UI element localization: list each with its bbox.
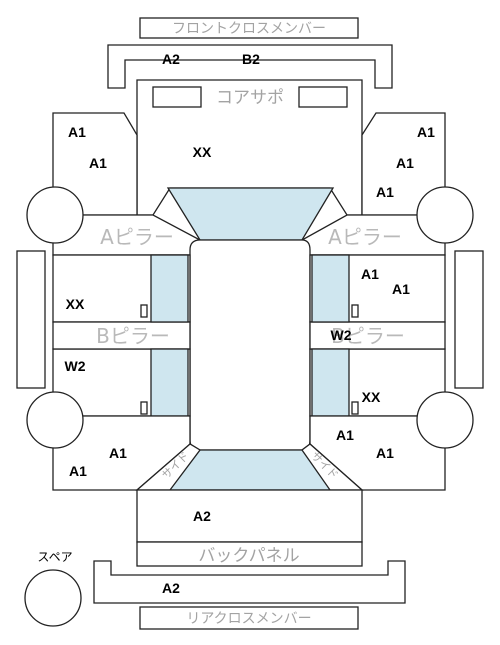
front-cross-member-caption: フロントクロスメンバー xyxy=(172,21,326,37)
right-front-door-handle xyxy=(351,304,359,318)
label-rear-left-upper: A1 xyxy=(109,445,127,461)
label-rear-left-lower: A1 xyxy=(69,463,87,479)
spare-tire[interactable] xyxy=(24,569,82,627)
windshield[interactable] xyxy=(166,187,335,241)
left-rear-door-handle xyxy=(140,401,148,415)
label-rear-right-upper: A1 xyxy=(336,427,354,443)
b-pillar-left-caption: Bピラー xyxy=(96,324,170,348)
rear-cross-member-box[interactable] xyxy=(139,606,359,630)
label-right-front-door-a: A1 xyxy=(361,266,379,282)
back-panel-caption: バックパネル xyxy=(198,546,299,566)
core-support-right-slot xyxy=(298,86,348,108)
label-front-right-lower: A1 xyxy=(376,184,394,200)
right-front-window[interactable] xyxy=(311,254,350,323)
front-cross-member-box[interactable] xyxy=(139,17,359,39)
rear-left-wheel[interactable] xyxy=(26,391,84,449)
label-trunk: A2 xyxy=(193,508,211,524)
spare-tire-caption: スペア xyxy=(37,550,72,564)
front-member-bracket[interactable] xyxy=(107,44,393,89)
label-front-right-upper: A1 xyxy=(417,124,435,140)
left-side-sill[interactable] xyxy=(16,250,46,389)
label-core-support-area: XX xyxy=(193,144,212,160)
a-pillar-right-caption: Aピラー xyxy=(328,225,402,249)
right-side-sill[interactable] xyxy=(454,250,484,389)
core-support-left-slot xyxy=(152,86,202,108)
label-right-front-door-b: A1 xyxy=(392,281,410,297)
label-left-front-door: XX xyxy=(66,296,85,312)
left-front-door-handle xyxy=(140,304,148,318)
label-front-left-upper: A1 xyxy=(68,124,86,140)
a-pillar-left-caption: Aピラー xyxy=(100,225,174,249)
left-rear-window[interactable] xyxy=(150,348,189,417)
front-right-wheel[interactable] xyxy=(416,186,474,244)
b-pillar-right[interactable] xyxy=(309,321,446,350)
left-front-window[interactable] xyxy=(150,254,189,323)
rear-member-bracket[interactable] xyxy=(93,560,406,604)
label-front-member-right: B2 xyxy=(242,51,260,67)
right-rear-door-handle xyxy=(351,401,359,415)
rear-right-wheel[interactable] xyxy=(416,391,474,449)
label-left-rear-door: W2 xyxy=(65,358,86,374)
label-rear-right-lower: A1 xyxy=(376,445,394,461)
label-front-member-left: A2 xyxy=(162,51,180,67)
label-right-rear-door-top: W2 xyxy=(331,327,352,343)
label-front-right-mid: A1 xyxy=(396,155,414,171)
label-rear-member: A2 xyxy=(162,580,180,596)
roof-panel[interactable] xyxy=(189,239,311,451)
label-front-left-lower: A1 xyxy=(89,155,107,171)
b-pillar-left[interactable] xyxy=(52,321,191,350)
b-pillar-right-caption: Bピラー xyxy=(331,324,405,348)
front-left-wheel[interactable] xyxy=(26,186,84,244)
right-rear-window[interactable] xyxy=(311,348,350,417)
trunk-lid[interactable] xyxy=(136,489,363,543)
core-support-caption: コアサポ xyxy=(216,88,284,108)
back-panel[interactable] xyxy=(136,541,363,567)
label-right-rear-door-bottom: XX xyxy=(362,389,381,405)
rear-cross-member-caption: リアクロスメンバー xyxy=(186,611,311,627)
